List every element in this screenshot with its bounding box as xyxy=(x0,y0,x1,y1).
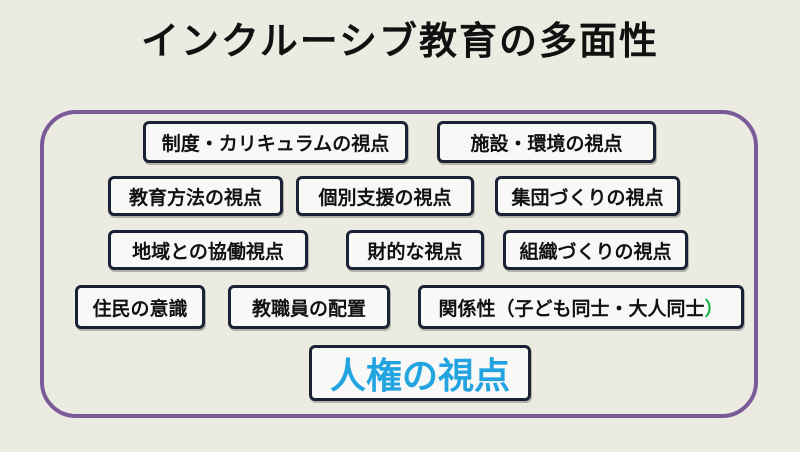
box-individual-support: 個別支援の視点 xyxy=(296,176,474,216)
box-organization-building: 組織づくりの視点 xyxy=(503,230,688,270)
box-system-curriculum-label: 制度・カリキュラムの視点 xyxy=(161,132,390,155)
box-community-collaboration-label: 地域との協働視点 xyxy=(132,240,284,263)
box-facility-environment: 施設・環境の視点 xyxy=(437,121,656,163)
box-financial: 財的な視点 xyxy=(346,230,484,270)
box-resident-awareness-label: 住民の意識 xyxy=(92,297,188,320)
box-staff-allocation-label: 教職員の配置 xyxy=(251,297,366,320)
box-resident-awareness: 住民の意識 xyxy=(75,285,205,329)
closing-paren: ） xyxy=(704,297,724,320)
box-teaching-method: 教育方法の視点 xyxy=(108,176,283,216)
box-teaching-method-label: 教育方法の視点 xyxy=(128,186,262,209)
box-financial-label: 財的な視点 xyxy=(367,240,463,263)
box-community-collaboration: 地域との協働視点 xyxy=(108,230,308,270)
box-human-rights-label: 人権の視点 xyxy=(329,356,510,397)
box-system-curriculum: 制度・カリキュラムの視点 xyxy=(143,121,408,163)
perspectives-frame xyxy=(40,110,758,418)
box-individual-support-label: 個別支援の視点 xyxy=(318,186,452,209)
box-staff-allocation: 教職員の配置 xyxy=(228,285,390,329)
box-facility-environment-label: 施設・環境の視点 xyxy=(470,132,623,155)
box-group-building: 集団づくりの視点 xyxy=(495,176,680,216)
box-human-rights: 人権の視点 xyxy=(309,345,531,401)
box-group-building-label: 集団づくりの視点 xyxy=(511,186,664,209)
box-organization-building-label: 組織づくりの視点 xyxy=(519,240,672,263)
page-title: インクルーシブ教育の多面性 xyxy=(140,19,660,63)
box-relationships-label: 関係性（子ども同士・大人同士） xyxy=(438,297,724,320)
box-relationships: 関係性（子ども同士・大人同士） xyxy=(418,285,744,329)
